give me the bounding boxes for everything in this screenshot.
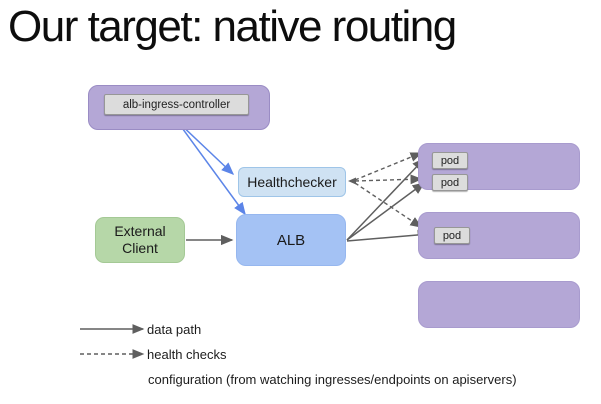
configuration-arrows [176,120,246,216]
arrowhead-into-healthchecker [348,177,356,185]
arrow-controller-to-alb [176,120,246,216]
arrow-healthchecker-to-pod2 [354,174,423,185]
legend-configuration-label: configuration (from watching ingresses/e… [148,372,517,387]
pod-label: pod [432,152,468,169]
health-check-arrows [354,152,423,228]
healthchecker-node: Healthchecker [238,167,346,197]
ingress-controller-label: alb-ingress-controller [104,94,249,115]
external-client-label-line1: External [114,222,166,239]
external-client-node: External Client [95,217,185,263]
external-client-label-line2: Client [122,240,158,256]
arrow-alb-to-pod2 [346,182,426,241]
arrow-alb-to-pod3 [346,229,431,242]
pod-group-bottom [418,281,580,328]
alb-node: ALB [236,214,346,266]
slide-title: Our target: native routing [8,2,457,51]
pod-label: pod [434,227,470,244]
arrow-healthchecker-to-pod3 [354,182,423,228]
pod-group-middle: pod [418,212,580,259]
legend-health-checks-label: health checks [147,347,227,362]
pod-label: pod [432,174,468,191]
legend-data-path-label: data path [147,322,202,337]
pod-group-top: pod pod [418,143,580,191]
arrow-alb-to-pod1 [346,157,426,241]
arrow-healthchecker-to-pod1 [354,152,423,181]
legend-arrows [80,324,145,359]
